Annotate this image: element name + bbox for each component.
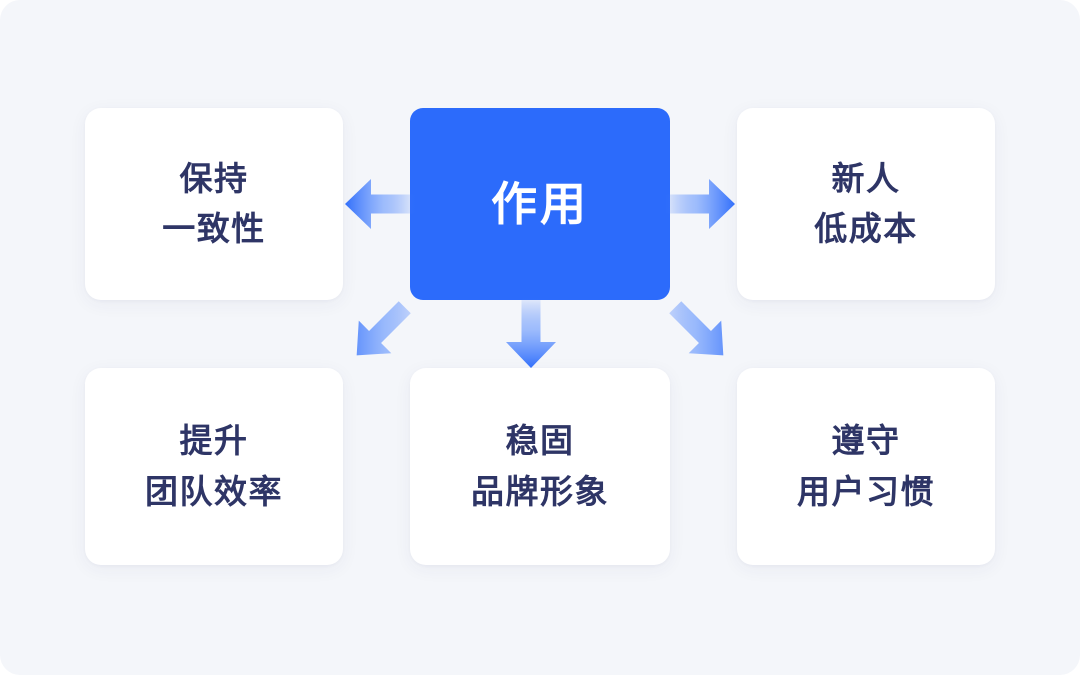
card-bottom-right[interactable]: 遵守 用户习惯	[737, 368, 995, 565]
arrow-down-right-icon	[665, 297, 735, 367]
card-top-right[interactable]: 新人 低成本	[737, 108, 995, 300]
arrow-right-icon	[663, 176, 737, 232]
card-bottom-left-line2: 团队效率	[145, 472, 283, 510]
center-hub[interactable]: 作用	[410, 108, 670, 300]
arrow-down-icon	[503, 296, 559, 370]
card-bottom-center-line2: 品牌形象	[471, 472, 609, 510]
card-bottom-right-line1: 遵守	[831, 422, 901, 460]
card-bottom-left[interactable]: 提升 团队效率	[85, 368, 343, 565]
card-top-right-line1: 新人	[831, 159, 901, 197]
center-hub-label: 作用	[491, 178, 589, 230]
card-bottom-right-line2: 用户习惯	[797, 472, 935, 510]
card-top-left[interactable]: 保持 一致性	[85, 108, 343, 300]
card-bottom-center[interactable]: 稳固 品牌形象	[410, 368, 670, 565]
card-bottom-left-line1: 提升	[179, 422, 249, 460]
card-top-left-line1: 保持	[179, 159, 249, 197]
arrow-left-icon	[343, 176, 417, 232]
card-bottom-center-line1: 稳固	[505, 422, 575, 460]
card-top-right-line2: 低成本	[814, 210, 918, 247]
card-top-left-line2: 一致性	[162, 210, 266, 247]
arrow-down-left-icon	[345, 297, 415, 367]
